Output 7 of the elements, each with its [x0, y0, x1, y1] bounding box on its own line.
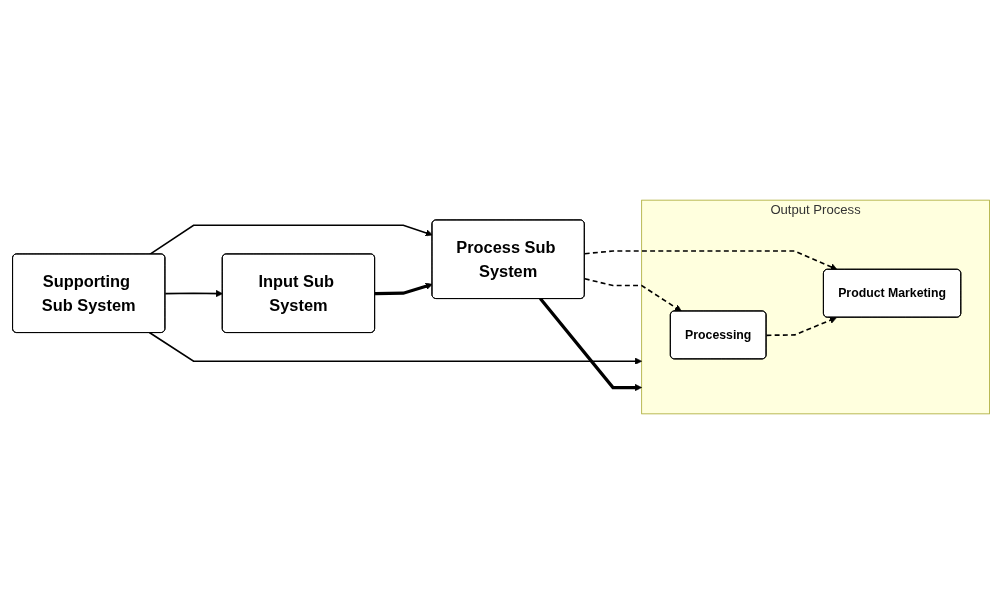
arrow — [375, 282, 433, 296]
arrow — [765, 316, 837, 337]
arrow — [583, 250, 838, 271]
arrow — [164, 289, 223, 298]
arrow — [148, 331, 642, 365]
arrow — [539, 297, 642, 392]
arrow — [583, 277, 682, 312]
